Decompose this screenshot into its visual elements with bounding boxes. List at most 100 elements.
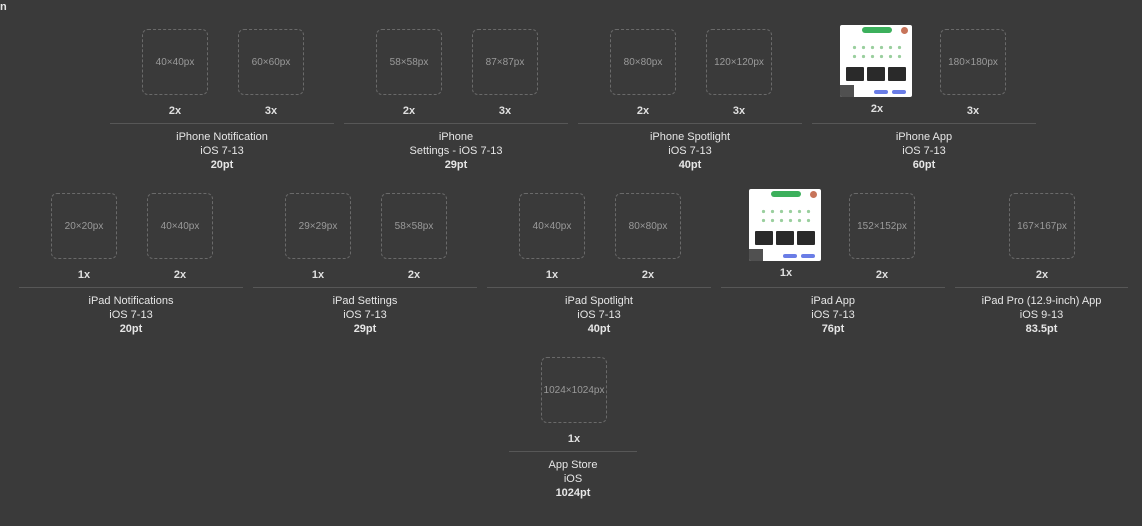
- group-divider: [812, 123, 1036, 124]
- pixel-size-label: 80×80px: [628, 220, 668, 232]
- icon-slot[interactable]: 58×58px 2x: [376, 29, 442, 117]
- thumb-card: [867, 67, 885, 81]
- thumb-card: [797, 231, 815, 245]
- group-caption: iPad App iOS 7-13 76pt: [721, 294, 945, 336]
- scale-label: 3x: [966, 105, 980, 117]
- caption-device: iPad Spotlight: [565, 295, 633, 307]
- icon-slot[interactable]: 180×180px 3x: [940, 29, 1006, 117]
- empty-icon-well[interactable]: 80×80px: [615, 193, 681, 259]
- empty-icon-well[interactable]: 167×167px: [1009, 193, 1075, 259]
- caption-os: iOS 9-13: [1019, 309, 1064, 321]
- icon-slot[interactable]: 167×167px 2x: [1009, 193, 1075, 281]
- caption-device: iPhone App: [895, 131, 953, 143]
- thumb-avatar: [810, 191, 817, 198]
- pixel-size-label: 20×20px: [64, 220, 104, 232]
- empty-icon-well[interactable]: 87×87px: [472, 29, 538, 95]
- caption-point-size: 29pt: [353, 323, 377, 335]
- caption-point-size: 76pt: [821, 323, 845, 335]
- empty-icon-well[interactable]: 1024×1024px: [541, 357, 607, 423]
- thumb-card: [888, 67, 906, 81]
- icon-slot[interactable]: 2x: [840, 25, 912, 115]
- pixel-size-label: 167×167px: [1017, 220, 1067, 232]
- scale-label: 1x: [77, 269, 91, 281]
- empty-icon-well[interactable]: 120×120px: [706, 29, 772, 95]
- scale-label: 2x: [407, 269, 421, 281]
- thumb-card: [846, 67, 864, 81]
- empty-icon-well[interactable]: 29×29px: [285, 193, 351, 259]
- scale-label: 2x: [641, 269, 655, 281]
- caption-point-size: 29pt: [444, 159, 468, 171]
- app-icon-thumbnail[interactable]: [749, 189, 821, 261]
- group-divider: [344, 123, 568, 124]
- pixel-size-label: 40×40px: [160, 220, 200, 232]
- caption-os: iOS 7-13: [811, 309, 855, 321]
- scale-label: 1x: [311, 269, 325, 281]
- icon-slot[interactable]: 58×58px 2x: [381, 193, 447, 281]
- thumb-button: [892, 90, 906, 94]
- icon-slot[interactable]: 29×29px 1x: [285, 193, 351, 281]
- empty-icon-well[interactable]: 80×80px: [610, 29, 676, 95]
- caption-os: iOS: [563, 473, 583, 485]
- group-divider: [955, 287, 1128, 288]
- empty-icon-well[interactable]: 152×152px: [849, 193, 915, 259]
- empty-icon-well[interactable]: 40×40px: [147, 193, 213, 259]
- icon-slot[interactable]: 40×40px 2x: [147, 193, 213, 281]
- empty-icon-well[interactable]: 40×40px: [142, 29, 208, 95]
- icon-slot[interactable]: 1x: [749, 189, 821, 279]
- icon-slot[interactable]: 40×40px 1x: [519, 193, 585, 281]
- caption-device: iPhone: [438, 131, 474, 143]
- pixel-size-label: 120×120px: [714, 56, 764, 68]
- empty-icon-well[interactable]: 58×58px: [381, 193, 447, 259]
- caption-device: iPad App: [810, 295, 856, 307]
- group-divider: [110, 123, 334, 124]
- empty-icon-well[interactable]: 58×58px: [376, 29, 442, 95]
- empty-icon-well[interactable]: 40×40px: [519, 193, 585, 259]
- empty-icon-well[interactable]: 20×20px: [51, 193, 117, 259]
- pixel-size-label: 29×29px: [298, 220, 338, 232]
- thumb-header-pill: [862, 27, 892, 33]
- caption-os: iOS 7-13: [343, 309, 387, 321]
- scale-label: 2x: [1035, 269, 1049, 281]
- caption-point-size: 83.5pt: [1025, 323, 1058, 335]
- scale-label: 2x: [402, 105, 416, 117]
- caption-os: iOS 7-13: [109, 309, 153, 321]
- app-icon-thumbnail[interactable]: [840, 25, 912, 97]
- caption-device: iPhone Spotlight: [649, 131, 731, 143]
- thumb-card: [755, 231, 773, 245]
- scale-label: 2x: [870, 103, 884, 115]
- group-divider: [578, 123, 802, 124]
- scale-label: 1x: [779, 267, 793, 279]
- truncated-title: n: [0, 1, 7, 13]
- caption-os: Settings - iOS 7-13: [409, 145, 503, 157]
- group-divider: [253, 287, 477, 288]
- thumb-user-icon: [840, 85, 854, 97]
- scale-label: 1x: [545, 269, 559, 281]
- group-divider: [509, 451, 637, 452]
- caption-os: iOS 7-13: [668, 145, 712, 157]
- icon-slot[interactable]: 80×80px 2x: [615, 193, 681, 281]
- scale-label: 2x: [636, 105, 650, 117]
- caption-os: iOS 7-13: [902, 145, 946, 157]
- empty-icon-well[interactable]: 180×180px: [940, 29, 1006, 95]
- pixel-size-label: 40×40px: [532, 220, 572, 232]
- pixel-size-label: 58×58px: [394, 220, 434, 232]
- icon-slot[interactable]: 20×20px 1x: [51, 193, 117, 281]
- scale-label: 3x: [498, 105, 512, 117]
- group-divider: [19, 287, 243, 288]
- caption-device: iPad Notifications: [88, 295, 174, 307]
- scale-label: 2x: [173, 269, 187, 281]
- icon-slot[interactable]: 80×80px 2x: [610, 29, 676, 117]
- icon-slot[interactable]: 87×87px 3x: [472, 29, 538, 117]
- empty-icon-well[interactable]: 60×60px: [238, 29, 304, 95]
